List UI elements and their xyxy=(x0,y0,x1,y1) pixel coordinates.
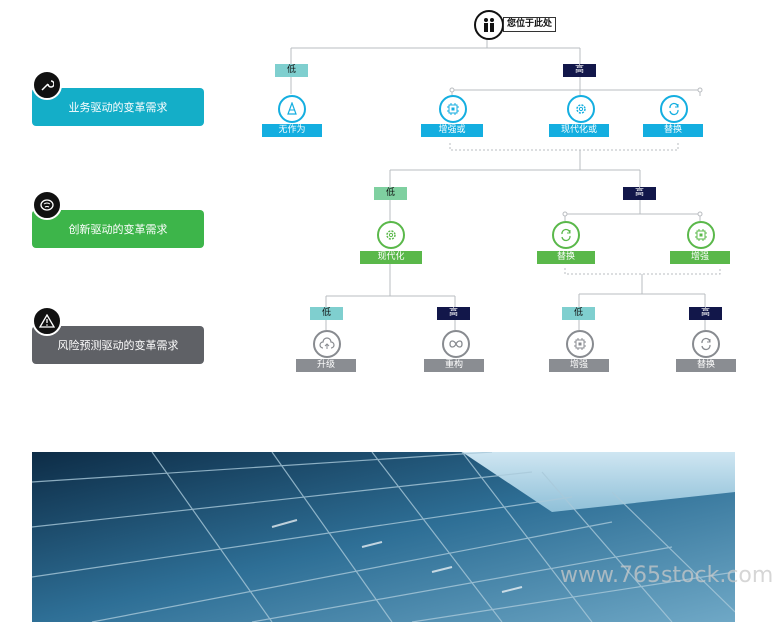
level3-node-label-2: 增强 xyxy=(549,359,609,372)
level2-low-tag: 低 xyxy=(374,187,407,200)
level3-right-low-tag: 低 xyxy=(562,307,595,320)
level1-node-label-0: 无作为 xyxy=(262,124,322,137)
root-label: 您位于此处 xyxy=(503,17,557,32)
infinity-icon xyxy=(442,330,470,358)
level2-node-label-1: 替换 xyxy=(537,251,595,264)
level2-node-label-0: 现代化 xyxy=(360,251,422,264)
chip-icon xyxy=(566,330,594,358)
connector-lines xyxy=(290,38,721,330)
level3-left-high-tag: 高 xyxy=(437,307,470,320)
warning-icon xyxy=(32,306,62,336)
people-icon xyxy=(474,10,504,40)
gear-icon xyxy=(377,221,405,249)
level1-high-tag: 高 xyxy=(563,64,596,77)
level3-right-high-tag: 高 xyxy=(689,307,722,320)
level1-node-label-3: 替换 xyxy=(643,124,703,137)
brain-icon xyxy=(32,190,62,220)
level2-high-tag: 高 xyxy=(623,187,656,200)
level1-low-tag: 低 xyxy=(275,64,308,77)
level1-node-label-1: 增强或 xyxy=(421,124,483,137)
lane-business: 业务驱动的变革需求 xyxy=(32,88,204,126)
level3-left-low-tag: 低 xyxy=(310,307,343,320)
wrench-icon xyxy=(32,70,62,100)
lane-risk-label: 风险预测驱动的变革需求 xyxy=(57,339,179,352)
refresh-icon xyxy=(660,95,688,123)
refresh-icon xyxy=(552,221,580,249)
lane-risk: 风险预测驱动的变革需求 xyxy=(32,326,204,364)
level2-node-label-2: 增强 xyxy=(670,251,730,264)
level3-node-label-1: 重构 xyxy=(424,359,484,372)
level3-node-label-0: 升级 xyxy=(296,359,356,372)
chip-icon xyxy=(687,221,715,249)
building-photo xyxy=(32,452,735,622)
level1-node-label-2: 现代化或 xyxy=(549,124,609,137)
cloud-upload-icon xyxy=(313,330,341,358)
watermark: www.765stock.com xyxy=(560,563,774,588)
refresh-icon xyxy=(692,330,720,358)
level3-node-label-3: 替换 xyxy=(676,359,736,372)
lane-innovation-label: 创新驱动的变革需求 xyxy=(68,223,168,236)
lane-business-label: 业务驱动的变革需求 xyxy=(68,101,168,114)
gear-icon xyxy=(567,95,595,123)
traffic-cone-icon xyxy=(278,95,306,123)
chip-icon xyxy=(439,95,467,123)
lane-innovation: 创新驱动的变革需求 xyxy=(32,210,204,248)
